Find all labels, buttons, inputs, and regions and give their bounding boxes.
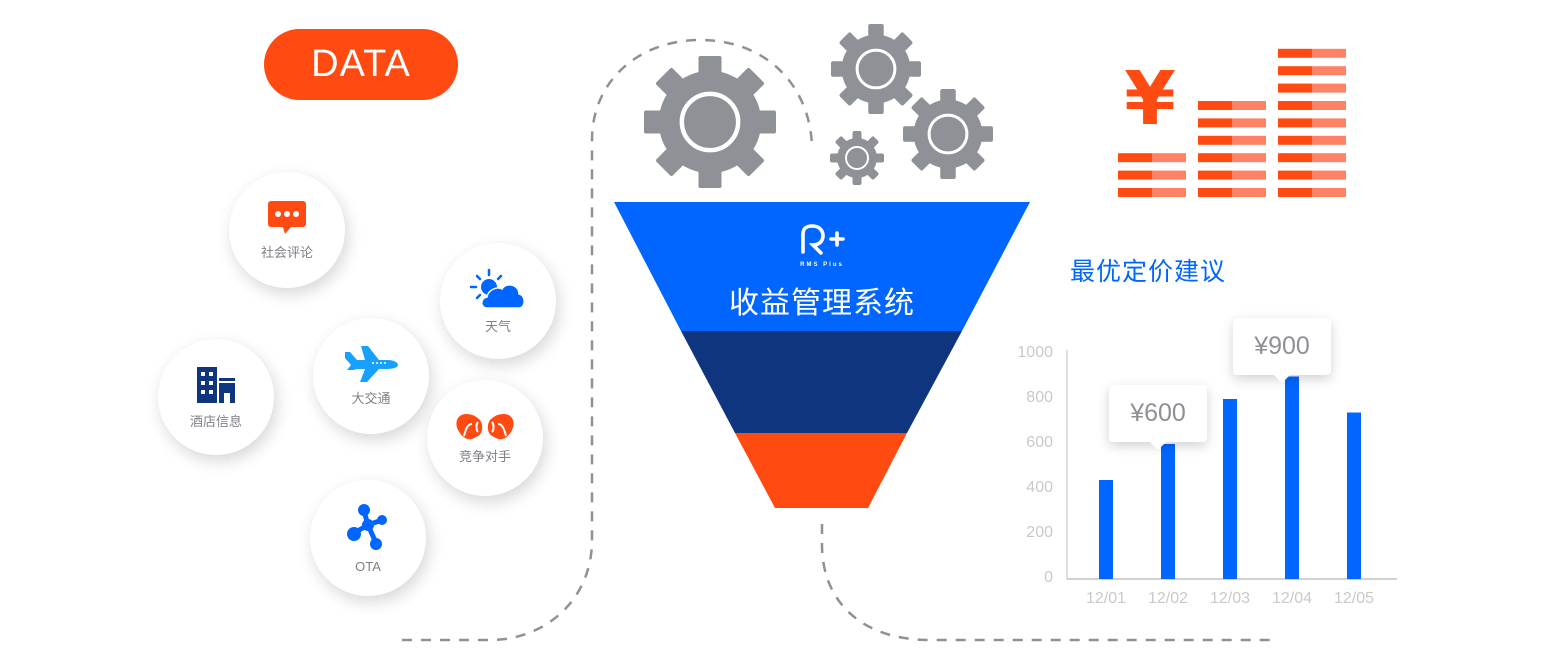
- airplane-icon: [345, 345, 398, 382]
- y-tick-label: 800: [1026, 389, 1053, 406]
- chart-bar[interactable]: [1223, 399, 1237, 579]
- dashed-flow-line-right: [820, 524, 1272, 642]
- x-tick-label: 12/04: [1271, 590, 1313, 607]
- gear-large-icon: [644, 56, 776, 188]
- hotel-icon: [197, 366, 235, 403]
- source-label: 竞争对手: [458, 448, 511, 464]
- source-transportation[interactable]: 大交通: [313, 318, 429, 434]
- source-label: 天气: [484, 318, 511, 334]
- funnel-middle-section: [681, 331, 962, 433]
- x-tick-label: 12/05: [1333, 590, 1375, 607]
- price-tooltip: ¥600: [1109, 385, 1207, 450]
- y-tick-label: 600: [1026, 434, 1053, 451]
- weather-icon: [469, 268, 525, 309]
- source-label: 社会评论: [260, 244, 313, 260]
- source-hotel-info[interactable]: 酒店信息: [158, 339, 274, 455]
- data-badge: DATA: [264, 29, 458, 100]
- gear-right-icon: [903, 89, 993, 179]
- chart-bar[interactable]: [1285, 376, 1299, 580]
- funnel-bottom-section: [735, 433, 907, 508]
- boxing-gloves-icon: [456, 413, 514, 439]
- x-tick-label: 12/01: [1085, 590, 1127, 607]
- source-label: OTA: [355, 558, 381, 574]
- source-ota[interactable]: OTA: [310, 480, 426, 596]
- dashed-flow-line-left: [402, 38, 814, 642]
- yen-symbol-icon: ¥: [1124, 56, 1176, 142]
- gear-top-icon: [831, 24, 921, 114]
- y-tick-label: 400: [1026, 479, 1053, 496]
- funnel-title: 收益管理系统: [729, 286, 915, 321]
- network-icon: [347, 503, 387, 550]
- x-tick-label: 12/02: [1147, 590, 1189, 607]
- y-tick-label: 0: [1044, 569, 1053, 586]
- funnel-top-section: [614, 202, 1030, 331]
- rms-plus-logo-icon: [801, 224, 845, 255]
- chart-title: 最优定价建议: [1070, 257, 1227, 286]
- chart-bar[interactable]: [1347, 412, 1361, 580]
- comment-icon: [268, 200, 306, 234]
- chart-bar[interactable]: [1099, 480, 1113, 579]
- x-tick-label: 12/03: [1209, 590, 1251, 607]
- coin-stack-medium: [1198, 101, 1266, 197]
- source-label: 酒店信息: [189, 413, 242, 429]
- coin-stack-tall: [1278, 48, 1346, 197]
- coin-stack-short: [1118, 153, 1186, 197]
- y-tick-label: 1000: [1017, 344, 1053, 361]
- y-tick-label: 200: [1026, 524, 1053, 541]
- gear-small-icon: [830, 131, 884, 185]
- source-social-reviews[interactable]: 社会评论: [229, 172, 345, 288]
- chart-bar[interactable]: [1161, 444, 1175, 579]
- source-competitors[interactable]: 竞争对手: [427, 380, 543, 496]
- source-weather[interactable]: 天气: [440, 243, 556, 359]
- source-label: 大交通: [351, 390, 391, 406]
- rms-plus-subtitle: RMS Plus: [800, 262, 844, 268]
- price-tooltip: ¥900: [1233, 317, 1331, 383]
